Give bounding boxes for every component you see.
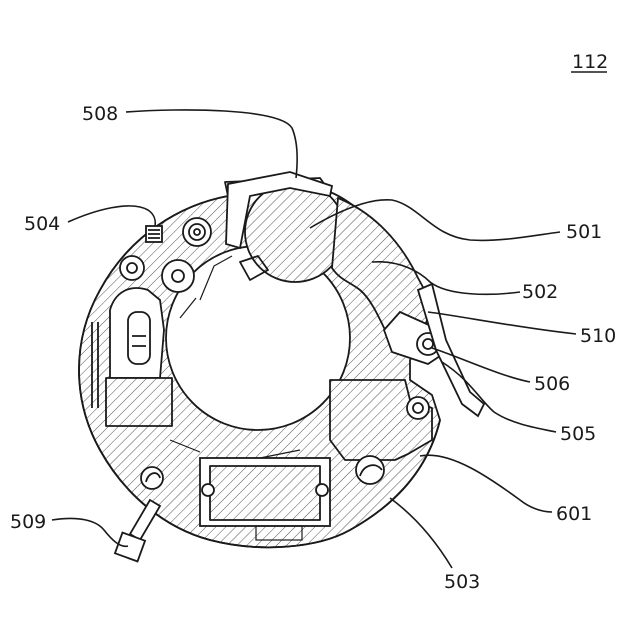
label-509: 509 <box>10 511 46 533</box>
label-503: 503 <box>444 571 480 593</box>
label-506: 506 <box>534 373 570 395</box>
roller-501 <box>245 182 345 282</box>
label-502: 502 <box>522 281 558 303</box>
screw-504 <box>146 226 162 242</box>
label-601: 601 <box>556 503 592 525</box>
label-510: 510 <box>580 325 616 347</box>
label-504: 504 <box>24 213 60 235</box>
figure-number: 112 <box>571 51 608 73</box>
label-501: 501 <box>566 221 602 243</box>
svg-text:112: 112 <box>572 51 608 73</box>
label-508: 508 <box>82 103 118 125</box>
label-505: 505 <box>560 423 596 445</box>
